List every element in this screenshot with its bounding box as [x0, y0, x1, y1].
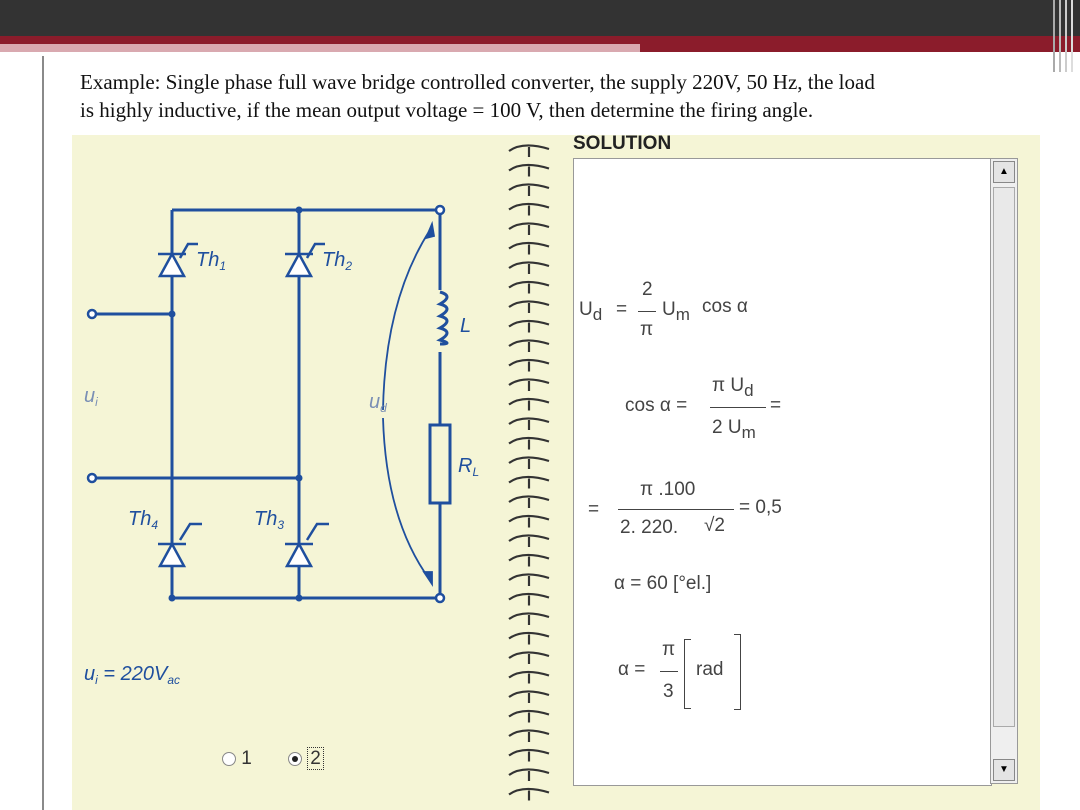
label-th2: Th2 — [322, 249, 352, 273]
eq1-denominator: π — [640, 319, 654, 340]
option-2-label: 2 — [307, 747, 324, 770]
spiral-ring — [508, 690, 550, 698]
left-rule — [42, 56, 44, 810]
label-resistor: RL — [458, 455, 479, 479]
spiral-ring — [508, 631, 550, 640]
spiral-ring — [508, 553, 550, 562]
eq5-unit: rad — [696, 659, 724, 680]
decorative-lines — [1053, 0, 1073, 72]
title-bar — [0, 0, 1080, 36]
spiral-ring — [508, 202, 550, 211]
spiral-ring — [508, 378, 550, 386]
spiral-ring — [508, 280, 550, 289]
eq3-denominator: 2. 220. — [620, 517, 679, 538]
eq1-fraction-bar — [638, 311, 656, 312]
eq3-fraction-bar — [618, 509, 734, 510]
spiral-ring — [508, 144, 550, 152]
eq1-term: Um — [662, 299, 690, 324]
thyristor-th3-symbol — [284, 522, 329, 568]
bridge-circuit-diagram: Th1 Th2 Th4 Th3 L RL ui ud ui = 220Vac — [84, 204, 479, 687]
eq4: α = 60 [°el.] — [614, 573, 712, 594]
spiral-ring — [508, 748, 550, 757]
eq2-equals: = — [770, 395, 782, 416]
eq2-numerator: π Ud — [712, 375, 754, 400]
solution-panel: Ud = 2 π Um cos α cos α = π Ud 2 Um = = … — [573, 158, 992, 786]
eq1-equals: = — [616, 299, 628, 320]
spiral-ring — [508, 300, 550, 308]
thyristor-th4-symbol — [157, 522, 202, 568]
scroll-thumb[interactable] — [993, 187, 1015, 727]
spiral-ring — [508, 709, 550, 718]
label-input-voltage: ui — [84, 385, 98, 409]
label-th1: Th1 — [196, 249, 226, 273]
label-output-voltage: ud — [369, 391, 387, 415]
problem-statement: Example: Single phase full wave bridge c… — [80, 68, 1040, 124]
radio-button-2[interactable] — [288, 751, 302, 766]
option-2[interactable]: 2 — [288, 747, 324, 770]
spiral-ring — [508, 397, 550, 406]
eq2-fraction-bar — [710, 407, 766, 408]
thyristor-th2-symbol — [284, 242, 325, 278]
eq5-fraction-bar — [660, 671, 678, 672]
eq3-result: = 0,5 — [739, 497, 782, 518]
eq1-lhs: Ud — [579, 299, 603, 324]
eq5-numerator: π — [662, 639, 676, 660]
option-1[interactable]: 1 — [222, 748, 252, 770]
spiral-ring — [508, 319, 550, 328]
solution-scrollbar[interactable]: ▲ ▼ — [990, 158, 1018, 784]
supply-voltage-label: ui = 220Vac — [84, 663, 180, 687]
eq3-equals: = — [588, 499, 600, 520]
eq5-left-bracket — [684, 639, 691, 709]
spiral-ring — [508, 787, 550, 796]
spiral-ring — [508, 768, 550, 776]
spiral-ring — [508, 456, 550, 464]
radio-button-1[interactable] — [222, 751, 236, 766]
spiral-ring — [508, 339, 550, 347]
eq5-denominator: 3 — [663, 681, 674, 702]
spiral-ring — [508, 729, 550, 737]
eq1-numerator: 2 — [642, 279, 653, 300]
option-1-label: 1 — [241, 748, 252, 769]
spiral-ring — [508, 514, 550, 523]
spiral-ring — [508, 573, 550, 581]
spiral-ring — [508, 475, 550, 484]
label-th3: Th3 — [254, 508, 284, 532]
spiral-ring — [508, 651, 550, 659]
output-voltage-arrow — [382, 220, 436, 587]
spiral-ring — [508, 163, 550, 172]
spiral-ring — [508, 261, 550, 269]
spiral-ring — [508, 183, 550, 191]
spiral-ring — [508, 417, 550, 425]
spiral-ring — [508, 358, 550, 367]
label-inductor: L — [460, 315, 471, 337]
scroll-up-button[interactable]: ▲ — [993, 161, 1015, 183]
problem-line-2: is highly inductive, if the mean output … — [80, 98, 814, 122]
eq3-root: √2 — [704, 515, 725, 536]
spiral-ring — [508, 534, 550, 542]
eq3-numerator: π .100 — [640, 479, 696, 500]
eq1-function: cos α — [702, 296, 748, 317]
eq5-right-bracket — [734, 634, 741, 710]
eq2-denominator: 2 Um — [712, 417, 756, 442]
spiral-ring — [508, 436, 550, 445]
spiral-ring — [508, 241, 550, 250]
spiral-ring — [508, 612, 550, 620]
solution-title: SOLUTION — [573, 133, 672, 154]
spiral-ring — [508, 222, 550, 230]
problem-line-1: Example: Single phase full wave bridge c… — [80, 70, 875, 94]
spiral-ring — [508, 670, 550, 679]
spiral-ring — [508, 592, 550, 601]
notebook-spiral — [508, 144, 550, 801]
label-th4: Th4 — [128, 508, 158, 532]
eq2-lhs: cos α = — [625, 395, 688, 416]
spiral-ring — [508, 495, 550, 503]
eq5-lhs: α = — [618, 659, 646, 680]
thyristor-th1-symbol — [157, 242, 198, 278]
scroll-down-button[interactable]: ▼ — [993, 759, 1015, 781]
accent-bar-light — [0, 44, 640, 52]
